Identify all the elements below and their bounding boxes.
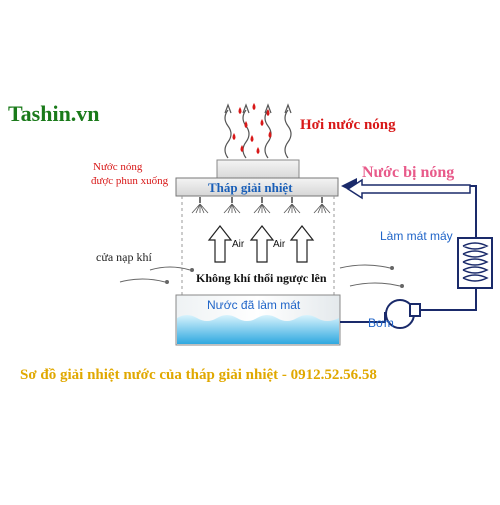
- steam-droplet-icon: [240, 145, 244, 152]
- fan-stack: [216, 159, 300, 181]
- spray-line: [291, 203, 301, 214]
- air-blown-up-label: Không khí thổi ngược lên: [196, 271, 327, 285]
- air-inlet-label: cửa nạp khí: [96, 250, 152, 264]
- air-up-arrow-icon: [249, 225, 275, 263]
- steam-droplet-icon: [238, 107, 242, 114]
- steam-droplet-icon: [256, 147, 260, 154]
- spray-line: [317, 203, 323, 214]
- wind-swirl-icon: [149, 266, 191, 271]
- steam-droplet-icon: [250, 135, 254, 142]
- steam-wave: [284, 109, 292, 159]
- wind-dot: [190, 268, 194, 272]
- wind-dot: [400, 284, 404, 288]
- spray-line: [287, 203, 293, 214]
- tower-top-frame: [175, 177, 339, 197]
- pump-label: Bơm: [368, 316, 394, 330]
- wind-swirl-icon: [119, 278, 166, 283]
- tower-body-outline: [181, 196, 335, 295]
- tower-label: Tháp giải nhiệt: [208, 180, 293, 195]
- steam-droplet-icon: [266, 109, 270, 116]
- spray-line: [191, 203, 201, 214]
- steam-droplet-icon: [252, 103, 256, 110]
- steam-arrowhead: [224, 103, 232, 114]
- spray-line: [199, 203, 209, 214]
- air-arrow-label-2: Air: [273, 239, 286, 250]
- spray-line: [283, 203, 293, 214]
- cooled-water-label: Nước đã làm mát: [207, 298, 301, 312]
- wind-dot: [390, 266, 394, 270]
- spray-line: [199, 203, 205, 214]
- steam-droplet-icon: [244, 121, 248, 128]
- spray-line: [231, 203, 241, 214]
- steam-droplet-icon: [260, 119, 264, 126]
- spray-line: [261, 203, 271, 214]
- spray-line: [227, 203, 233, 214]
- steam-wave: [242, 109, 250, 159]
- steam-droplet-icon: [268, 131, 272, 138]
- spray-line: [231, 203, 237, 214]
- hot-steam-label: Hơi nước nóng: [300, 117, 396, 133]
- steam-group: [224, 103, 292, 159]
- spray-group: [191, 197, 331, 214]
- spray-line: [195, 203, 201, 214]
- wind-swirl-icon: [349, 282, 401, 287]
- hot-water-sprayed-label-1: Nước nóng: [93, 161, 143, 173]
- spray-line: [291, 203, 297, 214]
- pump-icon: [385, 299, 421, 329]
- wind-group: [119, 264, 404, 288]
- steam-arrowhead: [242, 103, 250, 114]
- wind-swirl-icon: [339, 264, 391, 269]
- steam-arrowhead: [284, 103, 292, 114]
- spray-line: [321, 203, 331, 214]
- steam-droplet-icon: [232, 133, 236, 140]
- hot-water-sprayed-label-2: được phun xuống: [91, 175, 169, 187]
- wind-dot: [165, 280, 169, 284]
- air-arrow-group: [207, 225, 315, 263]
- machine-cooling-label: Làm mát máy: [380, 229, 453, 243]
- spray-line: [257, 203, 263, 214]
- hot-water-return-arrow: [346, 178, 471, 200]
- spray-line: [223, 203, 233, 214]
- steam-arrowhead: [264, 103, 272, 114]
- steam-wave: [224, 109, 232, 159]
- air-up-arrow-icon: [289, 225, 315, 263]
- spray-line: [253, 203, 263, 214]
- brand-logo: Tashin.vn: [8, 101, 100, 126]
- cold-water-basin: [175, 294, 341, 346]
- caption: Sơ đồ giải nhiệt nước của tháp giải nhiệ…: [20, 367, 377, 383]
- coil-heat-exchanger-icon: [457, 237, 493, 289]
- spray-line: [321, 203, 327, 214]
- air-arrow-label-1: Air: [232, 239, 245, 250]
- spray-line: [261, 203, 267, 214]
- air-up-arrow-icon: [207, 225, 233, 263]
- spray-line: [313, 203, 323, 214]
- heated-water-label: Nước bị nóng: [362, 164, 455, 181]
